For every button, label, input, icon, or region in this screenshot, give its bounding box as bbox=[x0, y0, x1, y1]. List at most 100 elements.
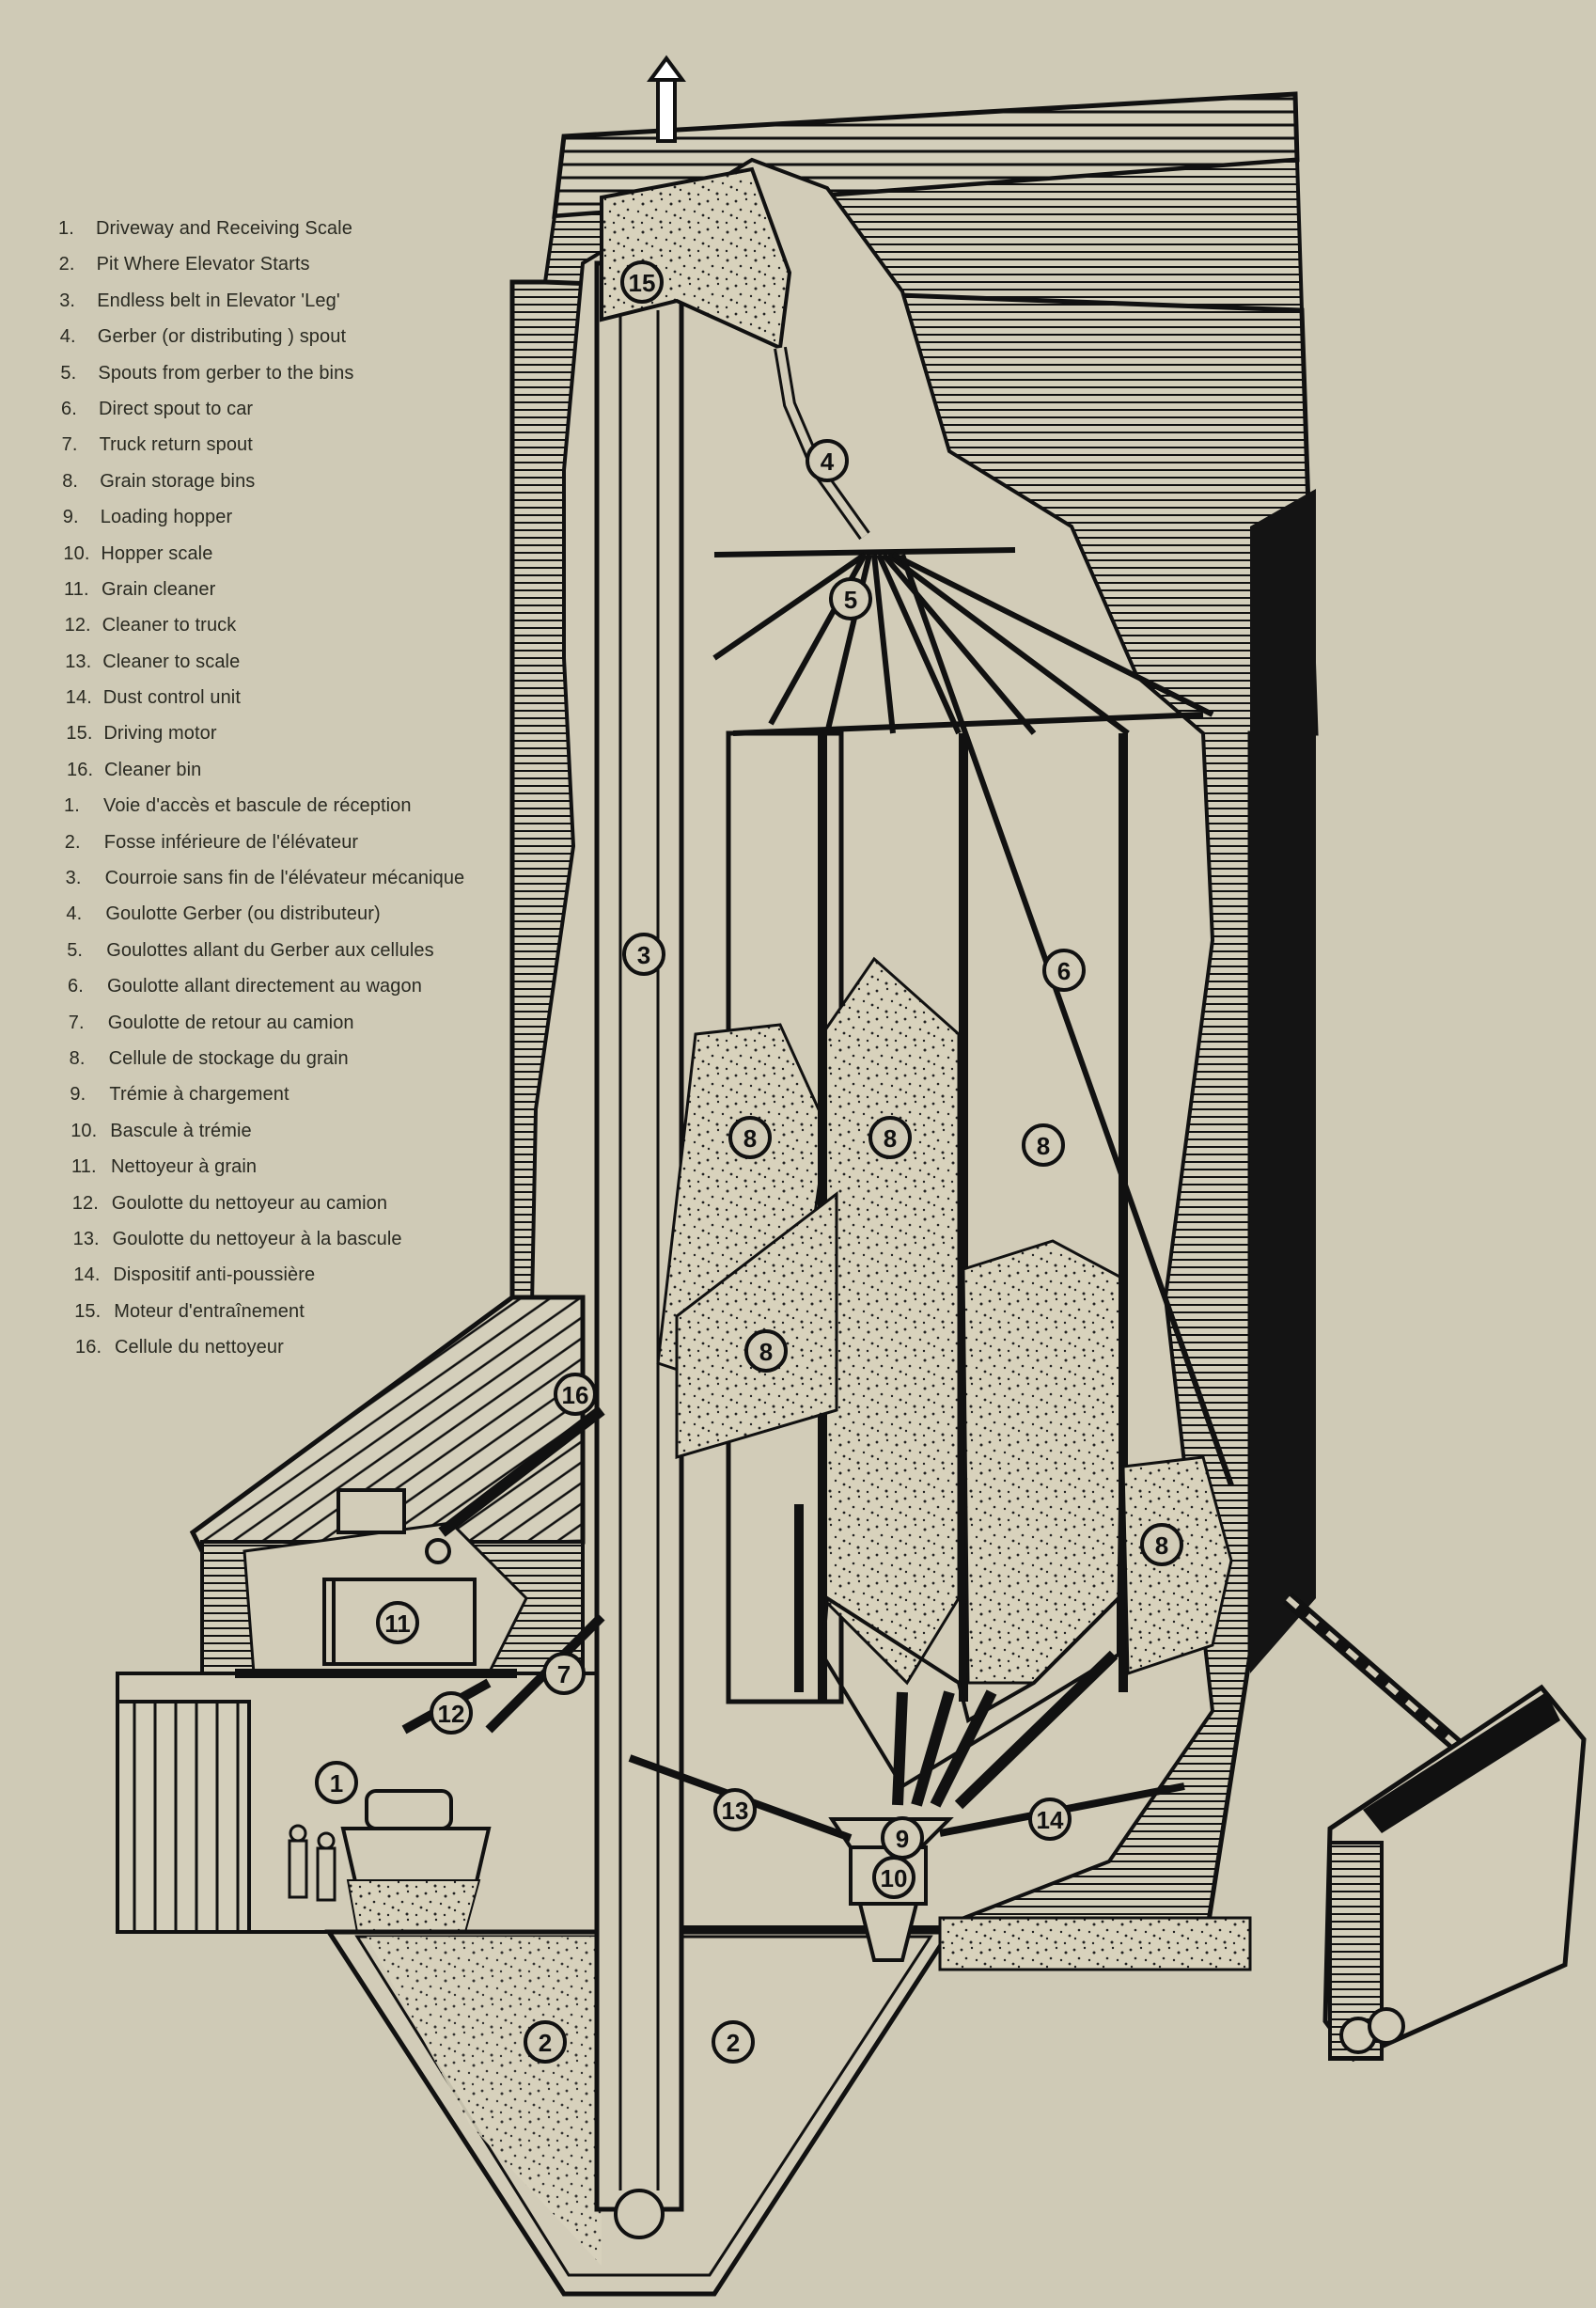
legend-number: 8. bbox=[62, 470, 79, 492]
callout-number: 13 bbox=[722, 1797, 749, 1825]
rail-car bbox=[1282, 1592, 1587, 2063]
legend-label: Hopper scale bbox=[101, 542, 213, 564]
legend-label: Driving motor bbox=[103, 723, 217, 745]
legend-item-en-2: 2. Pit Where Elevator Starts bbox=[58, 246, 547, 282]
callout-circle bbox=[713, 1788, 757, 1831]
legend-number: 5. bbox=[60, 362, 77, 384]
callout-number: 8 bbox=[1037, 1132, 1050, 1160]
callout-8: 8 bbox=[868, 1116, 912, 1159]
callout-5: 5 bbox=[829, 577, 872, 620]
legend-item-en-16: 16.Cleaner bin bbox=[58, 752, 547, 788]
callout-circle bbox=[622, 933, 665, 976]
legend-number: 5. bbox=[67, 939, 84, 961]
callout-number: 5 bbox=[844, 586, 857, 614]
legend-label: Gerber (or distributing ) spout bbox=[97, 326, 347, 348]
legend-label: Voie d'accès et bascule de réception bbox=[103, 795, 412, 817]
legend-item-fr-8: 8.Cellule de stockage du grain bbox=[58, 1041, 547, 1076]
legend-item-fr-16: 16. Cellule du nettoyeur bbox=[58, 1329, 547, 1365]
legend-number: 13. bbox=[65, 651, 92, 672]
legend-number: 2. bbox=[58, 254, 75, 275]
legend-label: Endless belt in Elevator 'Leg' bbox=[97, 290, 340, 311]
callout-number: 8 bbox=[884, 1124, 897, 1153]
legend-item-fr-3: 3.Courroie sans fin de l'élévateur mécan… bbox=[58, 860, 547, 896]
driveway bbox=[116, 1669, 608, 1934]
callout-circle bbox=[554, 1373, 597, 1416]
legend-item-fr-9: 9.Trémie à chargement bbox=[58, 1076, 547, 1112]
legend-label: Cleaner to truck bbox=[102, 615, 237, 636]
callout-15: 15 bbox=[620, 260, 664, 304]
callout-number: 2 bbox=[727, 2029, 740, 2057]
legend-label: Pit Where Elevator Starts bbox=[96, 254, 310, 275]
legend-number: 16. bbox=[67, 759, 94, 780]
legend-label: Goulotte de retour au camion bbox=[107, 1012, 354, 1033]
legend-number: 4. bbox=[59, 326, 76, 348]
callout-number: 15 bbox=[629, 269, 656, 297]
callout-circle bbox=[712, 2020, 755, 2064]
legend-label: Goulottes allant du Gerber aux cellules bbox=[106, 939, 434, 961]
callout-number: 3 bbox=[637, 941, 650, 969]
legend-label: Spouts from gerber to the bins bbox=[98, 362, 354, 384]
callout-circle bbox=[524, 2020, 567, 2064]
legend-item-en-11: 11.Grain cleaner bbox=[58, 572, 547, 607]
legend-item-en-14: 14.Dust control unit bbox=[58, 680, 547, 715]
callout-16: 16 bbox=[554, 1373, 597, 1416]
legend-label: Goulotte du nettoyeur à la bascule bbox=[112, 1228, 402, 1249]
callout-2: 2 bbox=[712, 2020, 755, 2064]
legend-list: 1. Driveway and Receiving Scale 2. Pit Wher… bbox=[58, 211, 547, 1366]
callout-circle bbox=[542, 1652, 586, 1695]
legend-number: 1. bbox=[64, 795, 80, 817]
legend-number: 6. bbox=[68, 976, 84, 997]
legend-item-fr-6: 6.Goulotte allant directement au wagon bbox=[58, 968, 547, 1004]
legend-number: 1. bbox=[58, 218, 74, 239]
legend-item-en-9: 9.Loading hopper bbox=[58, 499, 547, 535]
legend-number: 3. bbox=[59, 290, 76, 311]
callout-circle bbox=[1140, 1523, 1183, 1566]
legend-item-fr-5: 5. Goulottes allant du Gerber aux cellule… bbox=[58, 933, 547, 968]
callout-number: 16 bbox=[562, 1381, 589, 1409]
callout-11: 11 bbox=[376, 1601, 419, 1644]
legend-label: Goulotte Gerber (ou distributeur) bbox=[105, 903, 381, 925]
legend-number: 10. bbox=[70, 1120, 98, 1141]
legend-item-en-7: 7.Truck return spout bbox=[58, 427, 547, 463]
callout-circle bbox=[806, 439, 849, 482]
legend-item-fr-11: 11.Nettoyeur à grain bbox=[58, 1149, 547, 1185]
legend-item-fr-4: 4.Goulotte Gerber (ou distributeur) bbox=[58, 896, 547, 932]
legend-item-fr-13: 13. Goulotte du nettoyeur à la bascule bbox=[58, 1221, 547, 1257]
legend-label: Nettoyeur à grain bbox=[111, 1156, 258, 1178]
callout-12: 12 bbox=[430, 1691, 473, 1735]
legend-number: 15. bbox=[74, 1300, 102, 1322]
legend-label: Moteur d'entraînement bbox=[114, 1300, 305, 1322]
legend-item-en-13: 13. Cleaner to scale bbox=[58, 644, 547, 680]
legend-label: Direct spout to car bbox=[99, 398, 254, 419]
legend-label: Loading hopper bbox=[100, 507, 233, 528]
legend-number: 12. bbox=[64, 615, 91, 636]
legend-number: 14. bbox=[73, 1264, 101, 1286]
legend-item-en-15: 15.Driving motor bbox=[58, 715, 547, 751]
callout-circle bbox=[1042, 949, 1086, 992]
legend-item-en-8: 8.Grain storage bins bbox=[58, 463, 547, 499]
legend-item-fr-2: 2.Fosse inférieure de l'élévateur bbox=[58, 824, 547, 860]
bins bbox=[656, 730, 1233, 1810]
legend-number: 3. bbox=[65, 868, 82, 889]
callout-2: 2 bbox=[524, 2020, 567, 2064]
callout-circle bbox=[744, 1329, 788, 1373]
legend-label: Cleaner to scale bbox=[102, 651, 241, 672]
legend-number: 16. bbox=[75, 1337, 102, 1358]
legend-label: Cellule du nettoyeur bbox=[115, 1337, 284, 1358]
callout-circle bbox=[728, 1116, 772, 1159]
legend-item-en-4: 4. Gerber (or distributing ) spout bbox=[58, 319, 547, 354]
spouts bbox=[712, 346, 1234, 1486]
callout-number: 4 bbox=[821, 447, 835, 476]
callout-number: 7 bbox=[557, 1660, 571, 1688]
callout-6: 6 bbox=[1042, 949, 1086, 992]
legend-label: Truck return spout bbox=[99, 434, 253, 456]
legend-label: Driveway and Receiving Scale bbox=[96, 218, 352, 239]
legend-number: 6. bbox=[61, 398, 77, 419]
legend-label: Bascule à trémie bbox=[110, 1120, 252, 1141]
callout-number: 11 bbox=[384, 1609, 411, 1638]
legend-item-fr-7: 7.Goulotte de retour au camion bbox=[58, 1005, 547, 1041]
legend-label: Dispositif anti-poussière bbox=[113, 1264, 316, 1286]
callout-number: 10 bbox=[881, 1864, 908, 1892]
legend-number: 13. bbox=[72, 1228, 100, 1249]
